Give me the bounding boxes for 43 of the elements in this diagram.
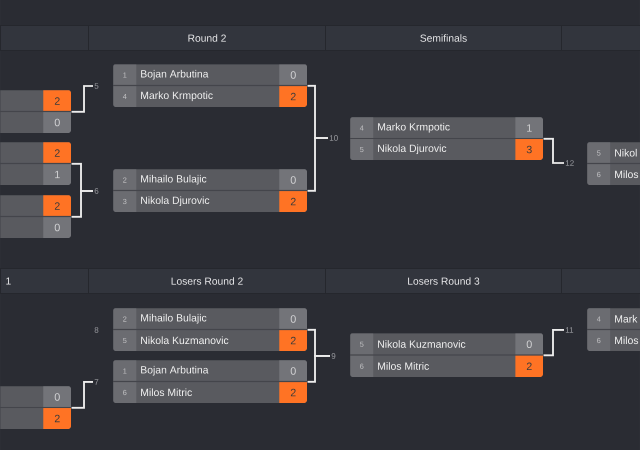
player-name: Milos <box>615 170 638 178</box>
score-cell: 1 <box>43 164 71 185</box>
bracket-line <box>544 329 564 356</box>
match-number: 5 <box>94 83 98 89</box>
match-number: 11 <box>566 327 574 333</box>
column-header: 1 <box>0 268 89 294</box>
score-cell: 0 <box>43 112 71 133</box>
bracket-line <box>72 381 93 409</box>
match-number: 9 <box>332 353 336 359</box>
player-name: Nikola Kuzmanovic <box>141 336 228 344</box>
player-name: Milos Mitric <box>141 388 192 396</box>
player-name: Milos <box>615 336 638 344</box>
score-cell: 2 <box>279 330 307 351</box>
score-cell: 2 <box>43 408 71 429</box>
player-name: Mihailo Bulajic <box>141 174 206 185</box>
player-name: Marko Krmpotic <box>141 91 213 102</box>
player-name: Nikola Djurovic <box>141 196 210 206</box>
bracket-line <box>72 85 93 113</box>
match-number: 7 <box>94 379 98 385</box>
player-name: Bojan Arbutina <box>141 366 208 376</box>
score-cell: 2 <box>279 190 307 212</box>
score-cell: 0 <box>43 216 71 238</box>
player-name: Mark <box>615 314 638 323</box>
bracket-line <box>308 137 328 192</box>
score-cell: 3 <box>515 138 543 160</box>
player-name: Bojan Arbutina <box>141 70 208 80</box>
score-cell: 2 <box>279 86 307 107</box>
match-number: 8 <box>94 327 98 333</box>
player-name: Nikola Djurovic <box>378 144 446 154</box>
bracket-line <box>308 355 330 383</box>
player-name: Nikol <box>615 148 637 157</box>
player-name: Marko Krmpotic <box>378 122 450 133</box>
bracket-line <box>544 138 564 164</box>
match-number: 10 <box>330 135 338 141</box>
score-cell: 2 <box>515 355 543 377</box>
player-name: Milos Mitric <box>378 362 429 370</box>
bracket-line <box>72 190 93 218</box>
match-number: 12 <box>566 160 574 166</box>
match-number: 6 <box>94 188 98 194</box>
score-cell: 0 <box>515 333 543 356</box>
score-cell: 2 <box>279 382 307 403</box>
player-name: Mihailo Bulajic <box>141 314 206 324</box>
player-name: Nikola Kuzmanovic <box>378 340 466 348</box>
